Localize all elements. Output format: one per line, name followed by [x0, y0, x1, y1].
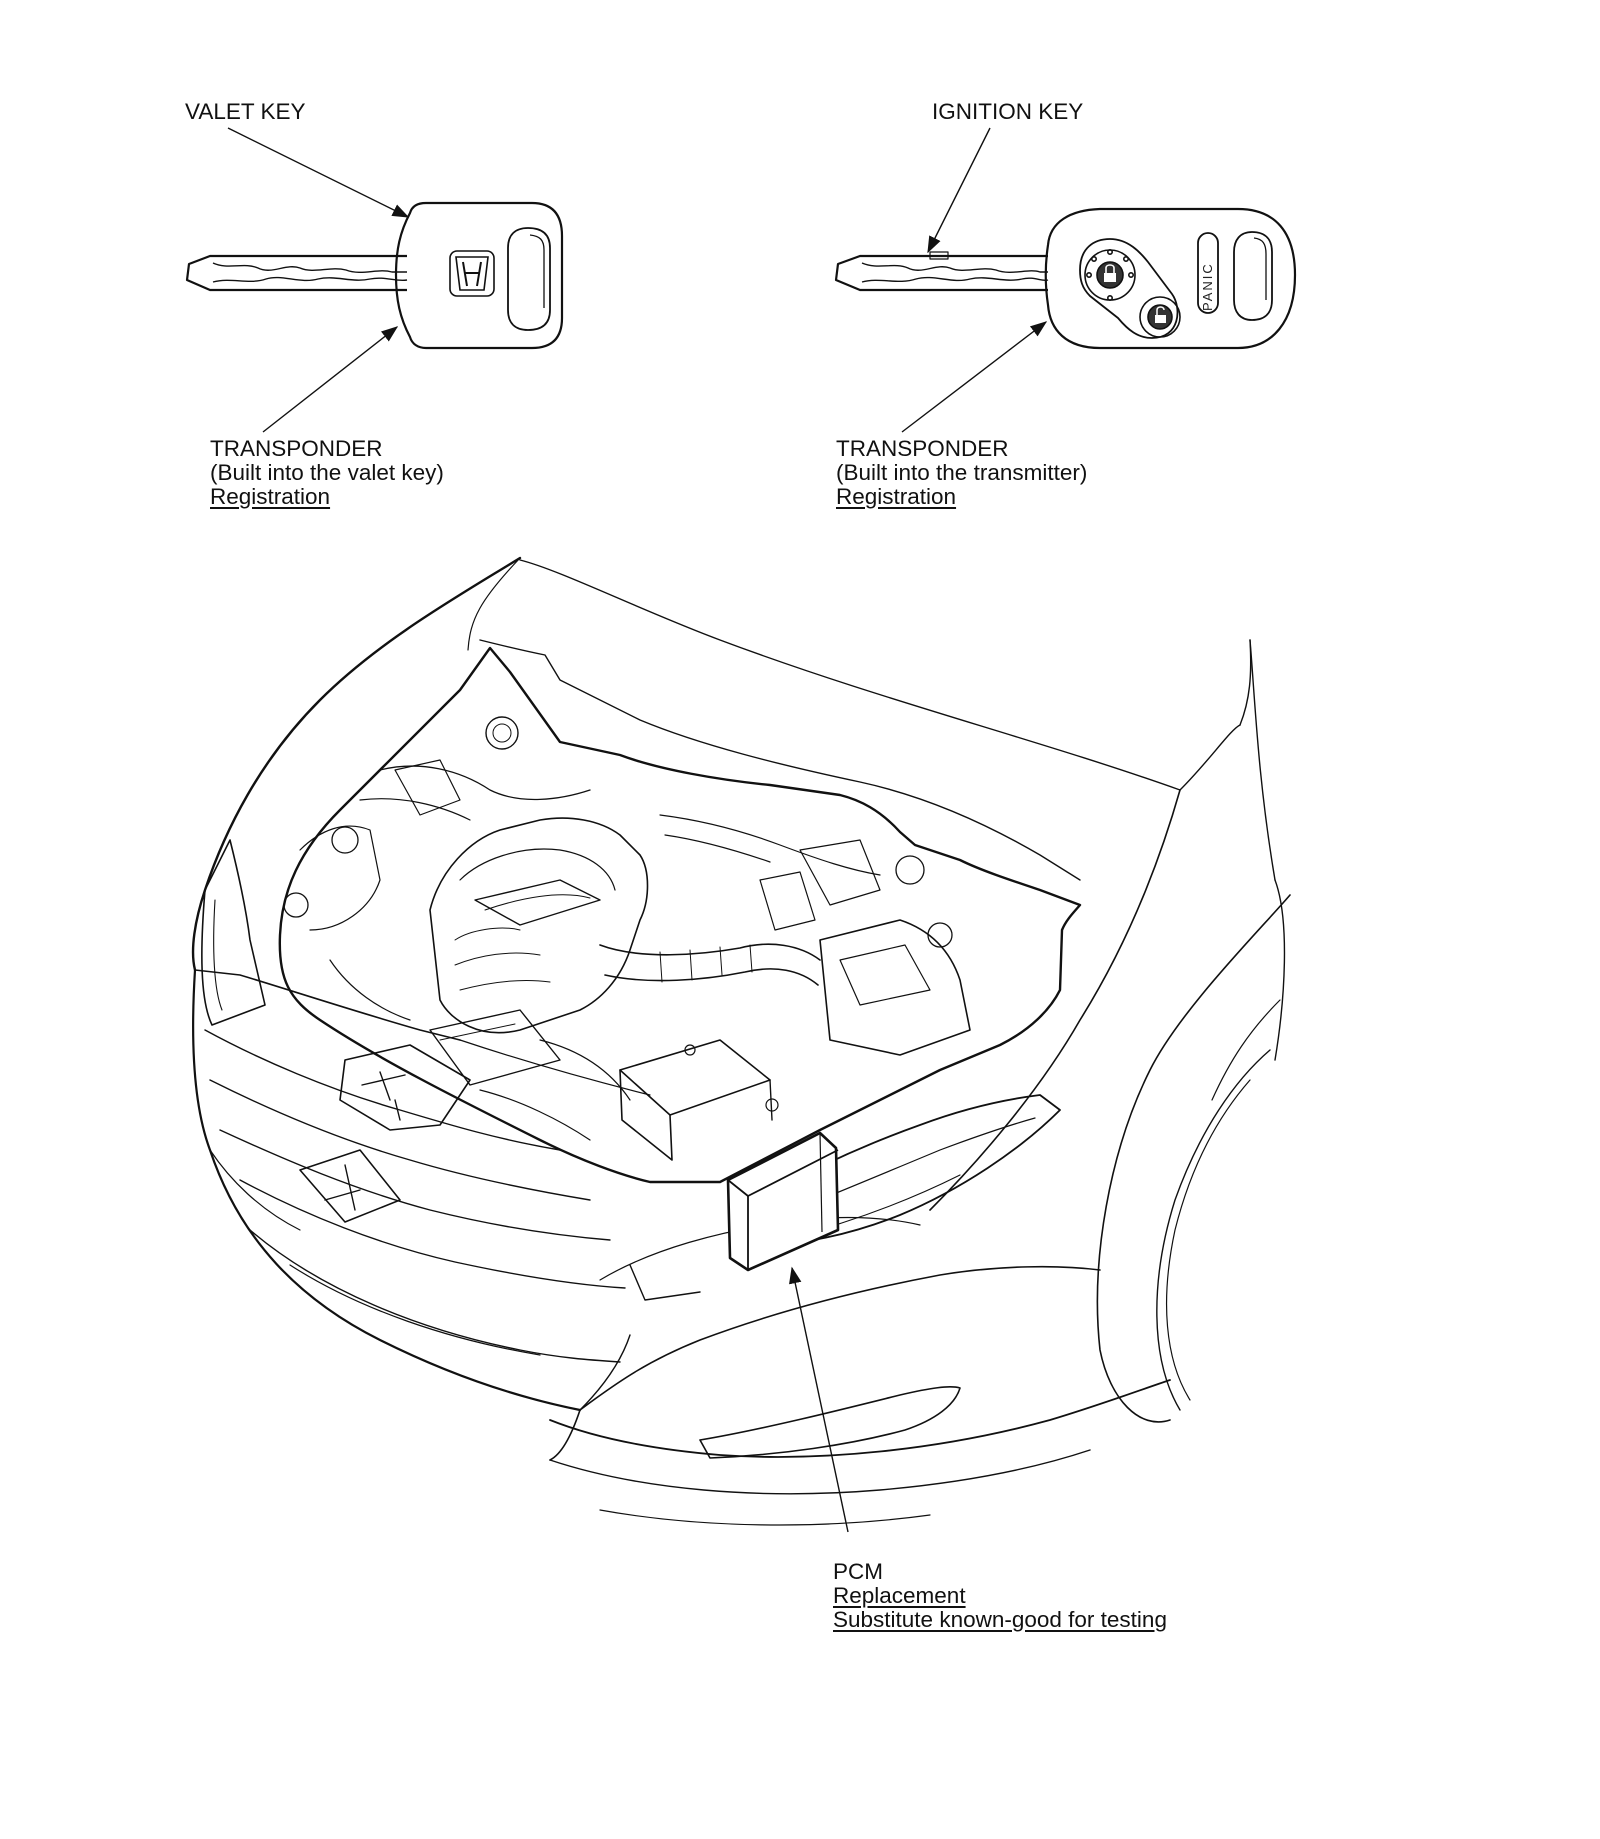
valet-transponder-action: Registration [210, 484, 331, 509]
ignition-key-label: IGNITION KEY [932, 100, 1083, 124]
ignition-key-illustration [834, 207, 1297, 350]
valet-transponder-label: TRANSPONDER (Built into the valet key) R… [210, 437, 444, 509]
pcm-action-replacement: Replacement [833, 1583, 966, 1608]
ignition-transponder-title: TRANSPONDER [836, 436, 1009, 461]
pcm-action-substitute: Substitute known-good for testing [833, 1607, 1167, 1632]
pcm-unit [726, 1131, 840, 1272]
honda-logo-icon [449, 250, 495, 297]
unlock-icon [1139, 296, 1181, 338]
ignition-transponder-label: TRANSPONDER (Built into the transmitter)… [836, 437, 1087, 509]
valet-transponder-note: (Built into the valet key) [210, 460, 444, 485]
ignition-key-title: IGNITION KEY [932, 99, 1084, 124]
valet-key-illustration [185, 201, 564, 350]
ignition-transponder-note: (Built into the transmitter) [836, 460, 1088, 485]
leader-line-pcm [789, 1266, 849, 1533]
panic-button-label: PANIC [1200, 262, 1215, 311]
ignition-transponder-action: Registration [836, 484, 957, 509]
valet-key-title: VALET KEY [185, 99, 306, 124]
pcm-label: PCM Replacement Substitute known-good fo… [833, 1560, 1167, 1632]
leader-lines-keys [227, 127, 1048, 433]
lock-icon [1084, 249, 1136, 301]
pcm-title: PCM [833, 1559, 883, 1584]
valet-transponder-title: TRANSPONDER [210, 436, 383, 461]
vehicle-front-illustration [191, 556, 1291, 1526]
valet-key-label: VALET KEY [185, 100, 305, 124]
